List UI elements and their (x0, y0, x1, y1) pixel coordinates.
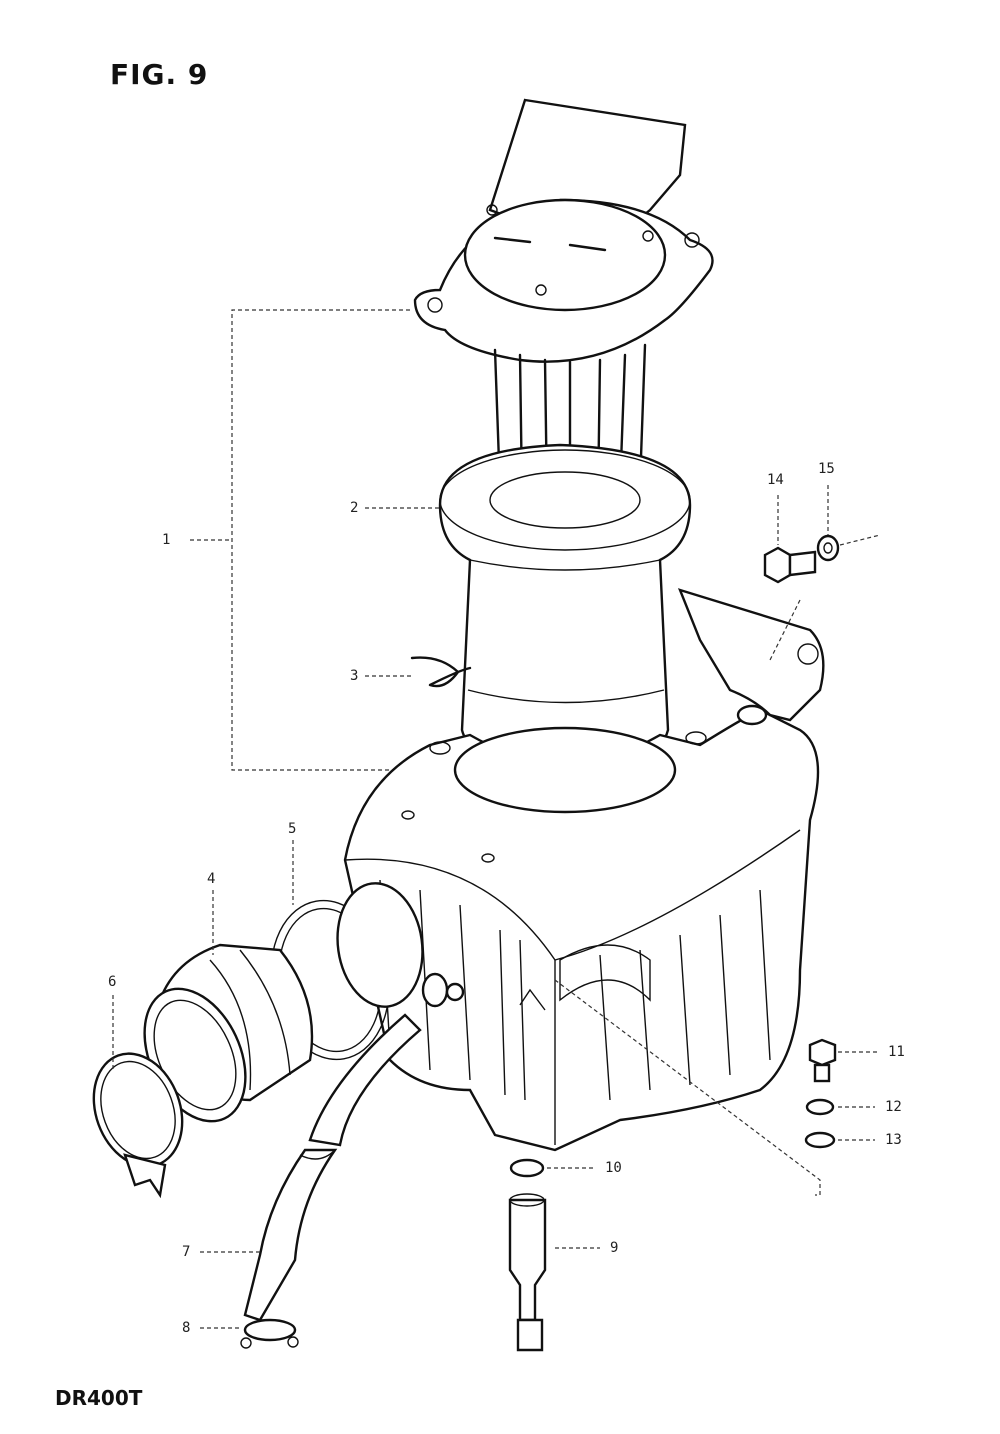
callout-9: 9 (610, 1240, 619, 1256)
callout-1: 1 (162, 532, 171, 548)
callout-6: 6 (108, 974, 117, 990)
spring-clip (410, 656, 472, 688)
assembly-bracket-line (231, 309, 470, 771)
lock-washer-12 (805, 1098, 835, 1116)
model-code: DR400T (55, 1386, 143, 1410)
filter-element (438, 443, 692, 770)
bolt-11 (808, 1038, 837, 1083)
bolt-direction-arrow (839, 534, 881, 546)
bolt-14 (763, 546, 817, 584)
washer-13 (804, 1131, 836, 1149)
callout-10: 10 (605, 1160, 622, 1176)
washer-15 (816, 534, 840, 562)
drain-tube (508, 1158, 547, 1352)
callout-12: 12 (885, 1099, 902, 1115)
callout-7: 7 (182, 1244, 191, 1260)
callout-13: 13 (885, 1132, 902, 1148)
air-cleaner-case (343, 708, 820, 1152)
callout-11: 11 (888, 1044, 905, 1060)
callout-2: 2 (350, 500, 359, 516)
callout-15: 15 (818, 461, 835, 477)
figure-title: FIG. 9 (110, 58, 209, 91)
intake-boot (143, 943, 314, 1123)
callout-4: 4 (207, 871, 216, 887)
leader-lines (112, 485, 880, 1329)
callout-5: 5 (288, 821, 297, 837)
hose-clamp-6 (92, 1052, 184, 1199)
callout-14: 14 (767, 472, 784, 488)
element-cap (413, 198, 714, 363)
mounting-bracket (677, 588, 825, 726)
callout-8: 8 (182, 1320, 191, 1336)
hose-clamp-8 (240, 1318, 299, 1349)
wire-clip (421, 972, 465, 1008)
callout-3: 3 (350, 668, 359, 684)
